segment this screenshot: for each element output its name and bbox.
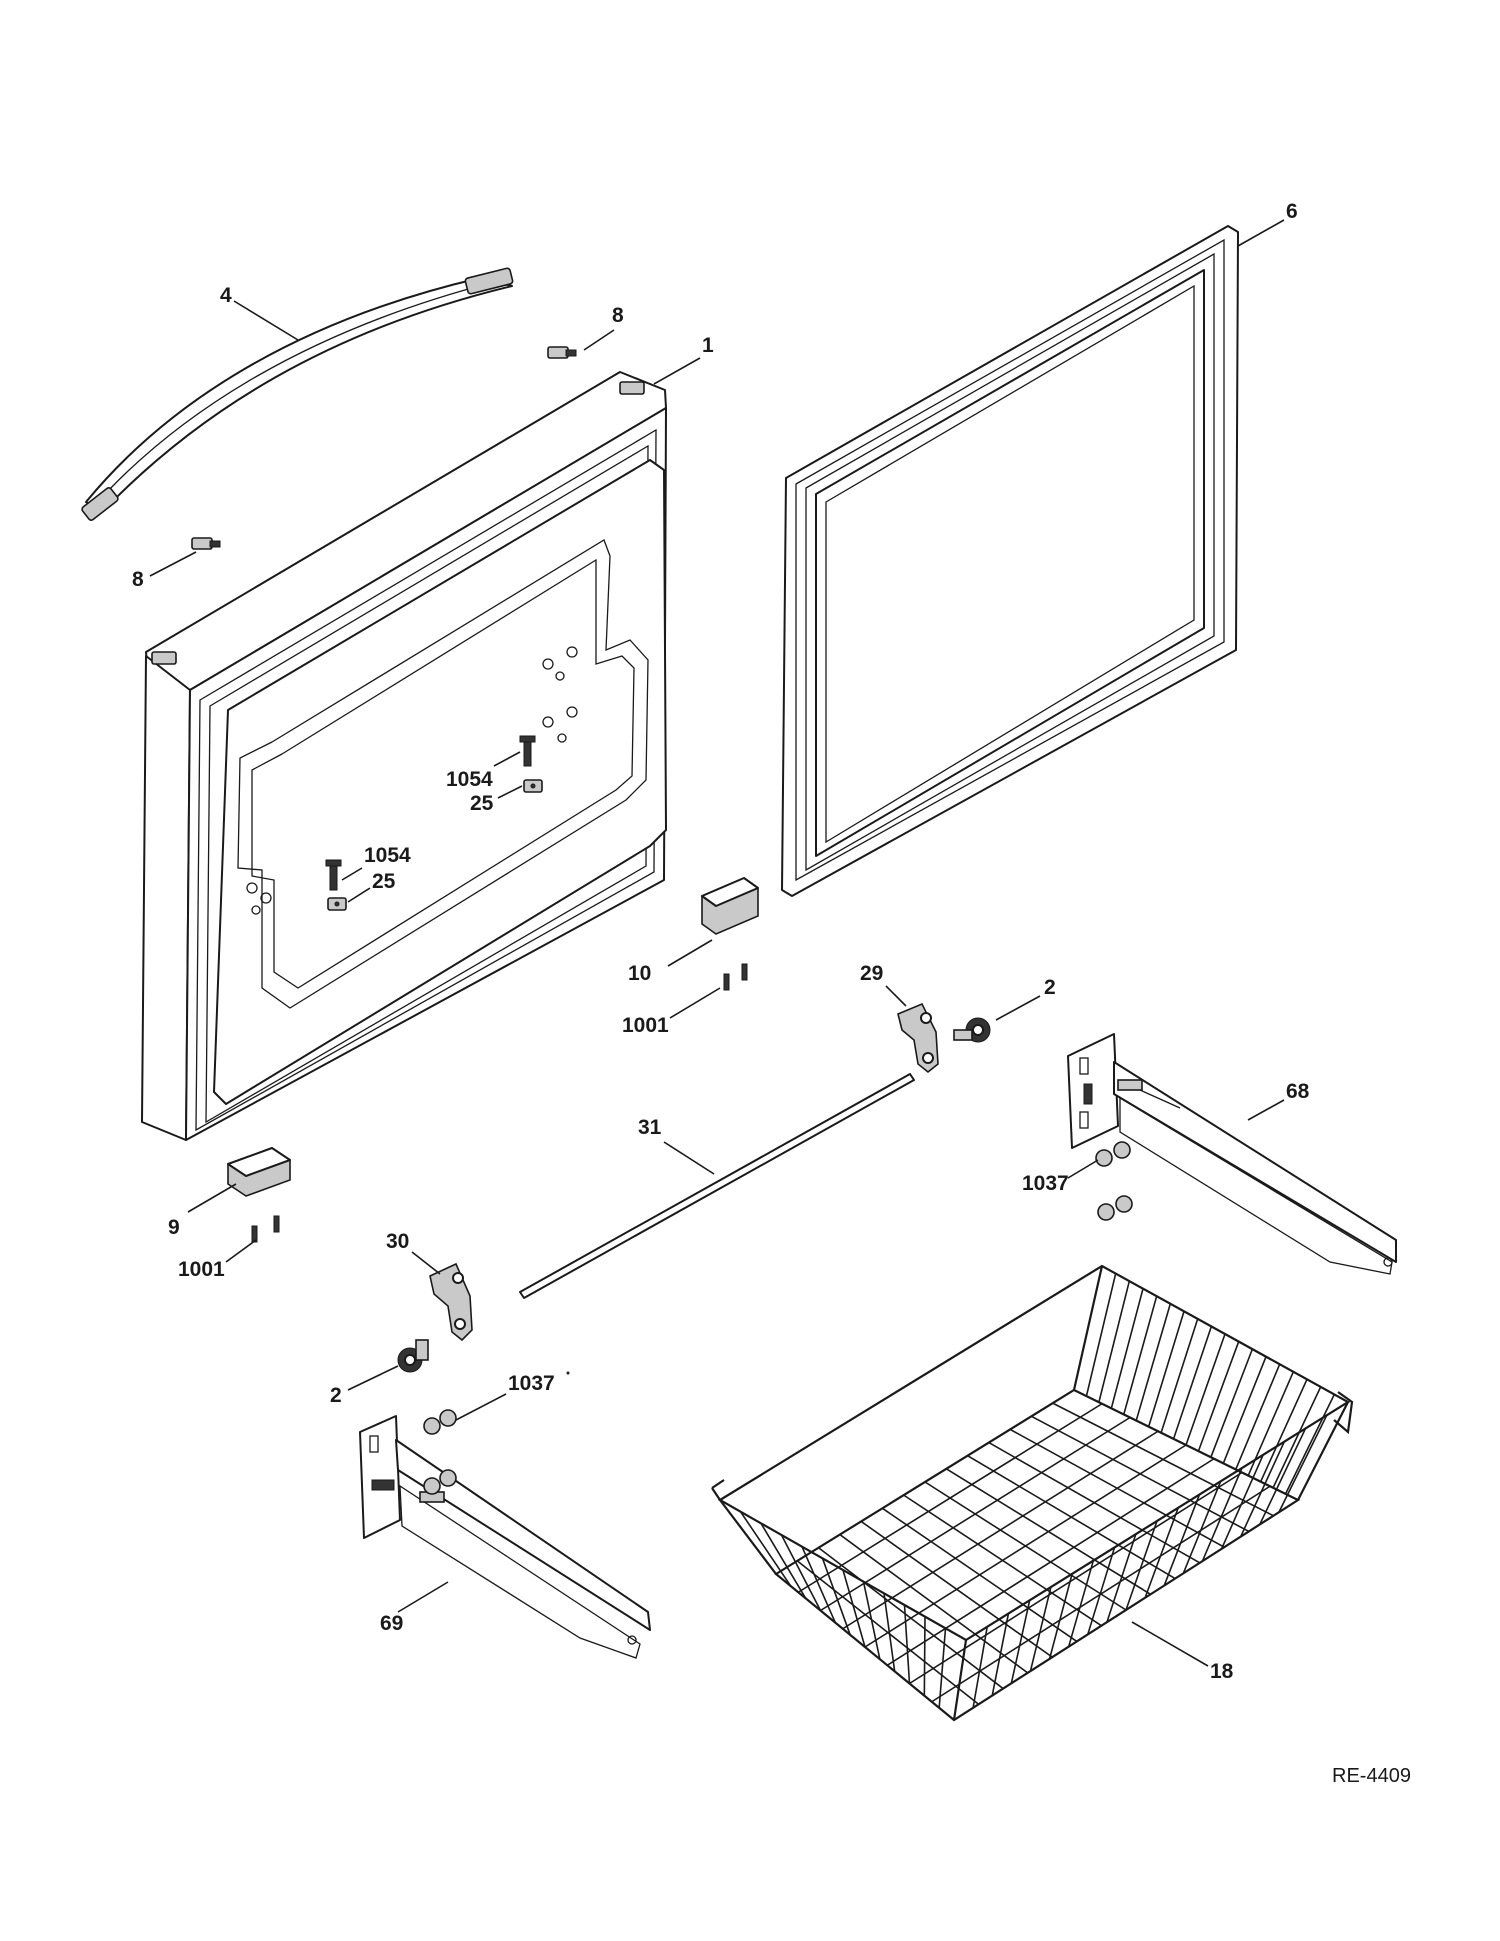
callout-handle-screw-top: 8 bbox=[612, 304, 624, 327]
gear-icon bbox=[397, 1339, 429, 1373]
screw-icon bbox=[251, 1215, 280, 1243]
callout-handle: 4 bbox=[220, 284, 232, 307]
callout-nut-lower: 25 bbox=[372, 870, 396, 893]
screw-icon bbox=[423, 1409, 457, 1495]
shaft[interactable] bbox=[519, 1073, 915, 1299]
callout-link-left: 30 bbox=[386, 1230, 409, 1253]
callout-gear-right: 2 bbox=[1044, 976, 1056, 999]
slide-rail-left[interactable] bbox=[359, 1415, 651, 1659]
callout-nut-upper: 25 bbox=[470, 792, 494, 815]
screw-icon bbox=[547, 346, 577, 359]
door-assembly[interactable] bbox=[141, 371, 667, 1141]
door-bracket-right[interactable] bbox=[701, 877, 759, 935]
screw-icon bbox=[519, 735, 536, 767]
nut-icon bbox=[523, 779, 543, 793]
callout-gear-left: 2 bbox=[330, 1384, 342, 1407]
slide-rail-right[interactable] bbox=[1067, 1033, 1397, 1275]
callout-gasket: 6 bbox=[1286, 200, 1298, 223]
door-gasket[interactable] bbox=[781, 225, 1239, 897]
callout-bracket-right-screws: 1001 bbox=[622, 1014, 669, 1037]
callout-handle-screw-bottom: 8 bbox=[132, 568, 144, 591]
screw-icon bbox=[191, 537, 221, 550]
link-left[interactable] bbox=[429, 1262, 473, 1342]
screw-icon bbox=[325, 859, 342, 891]
callout-rail-left-screws: 1037 bbox=[508, 1372, 555, 1395]
callout-rail-left: 69 bbox=[380, 1612, 403, 1635]
door-bracket-left[interactable] bbox=[227, 1147, 291, 1197]
screw-icon bbox=[1095, 1141, 1133, 1221]
screw-icon bbox=[723, 963, 748, 991]
link-right[interactable] bbox=[897, 1002, 939, 1074]
callout-rail-right: 68 bbox=[1286, 1080, 1310, 1103]
callout-basket: 18 bbox=[1210, 1660, 1234, 1683]
handle[interactable] bbox=[81, 267, 514, 522]
callout-bracket-left-screws: 1001 bbox=[178, 1258, 225, 1281]
callout-screw-upper: 1054 bbox=[446, 768, 493, 791]
nut-icon bbox=[327, 897, 347, 911]
callout-screw-lower: 1054 bbox=[364, 844, 411, 867]
callout-shaft: 31 bbox=[638, 1116, 662, 1139]
gear-icon bbox=[953, 1017, 991, 1043]
callout-link-right: 29 bbox=[860, 962, 883, 985]
callout-rail-right-screws: 1037 bbox=[1022, 1172, 1069, 1195]
diagram-id: RE-4409 bbox=[1332, 1765, 1411, 1787]
callout-bracket-right: 10 bbox=[628, 962, 651, 985]
callout-door-assembly: 1 bbox=[702, 334, 714, 357]
callout-bracket-left: 9 bbox=[168, 1216, 180, 1239]
wire-basket[interactable] bbox=[711, 1264, 1354, 1722]
